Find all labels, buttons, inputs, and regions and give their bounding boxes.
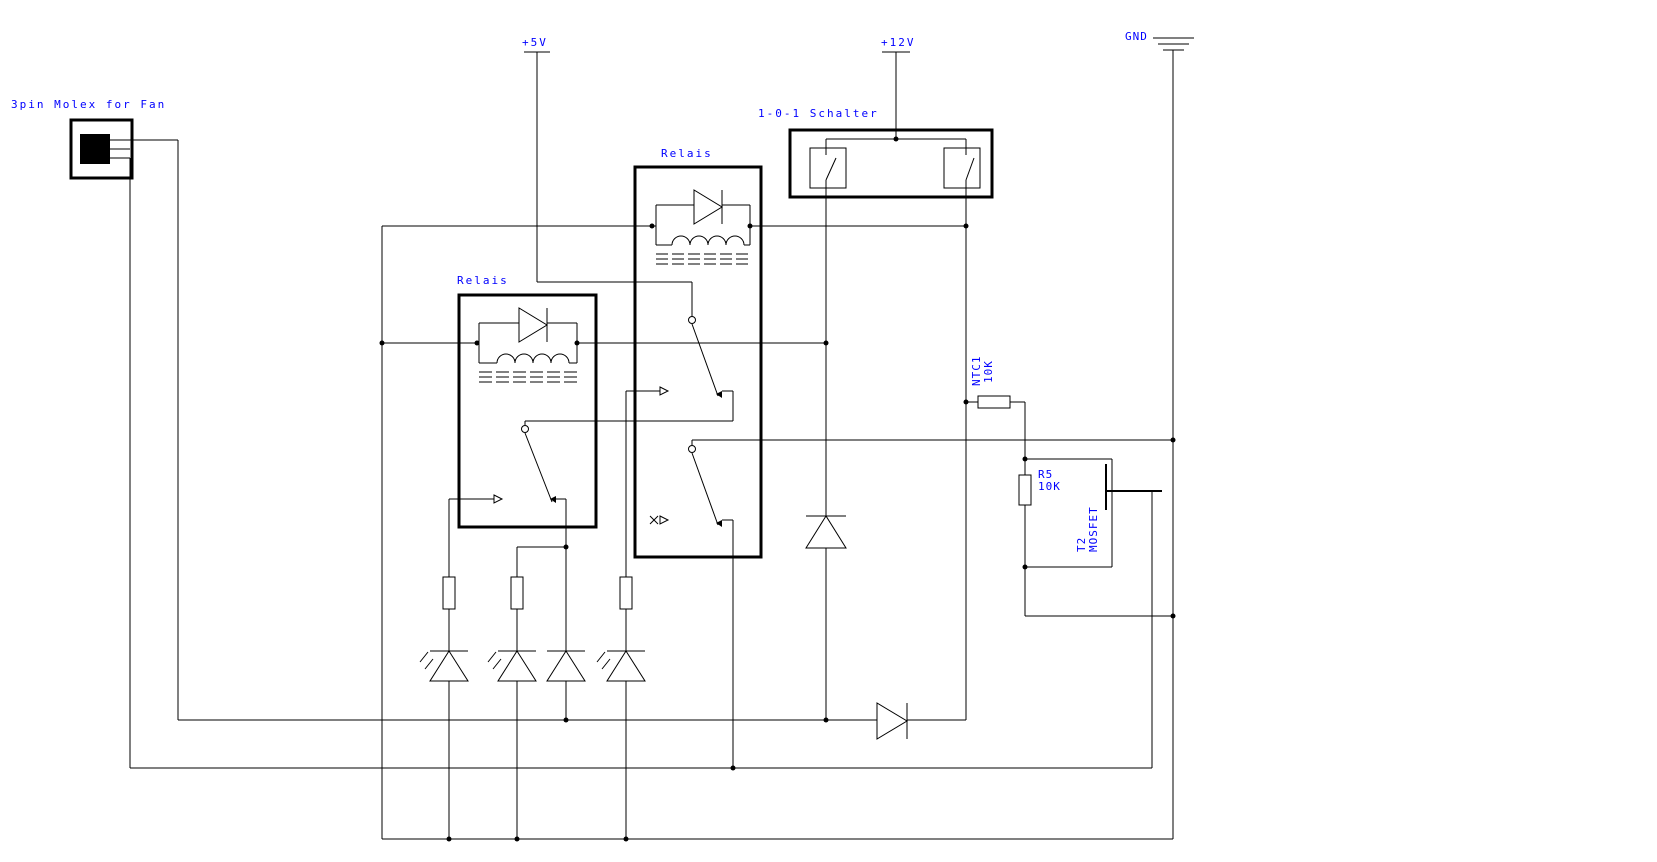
label-ntc-value: 10K — [982, 360, 995, 383]
relay-right — [382, 165, 1173, 768]
label-ntc-name: NTC1 — [970, 356, 983, 387]
plus-12v-terminal — [882, 51, 910, 139]
switch-1-0-1 — [788, 128, 994, 720]
label-relay-left: Relais — [457, 274, 509, 287]
wire-network — [130, 226, 1176, 842]
label-molex: 3pin Molex for Fan — [11, 98, 166, 111]
label-switch: 1-0-1 Schalter — [758, 107, 879, 120]
label-r5-value: 10K — [1038, 480, 1061, 493]
relay-left — [382, 293, 829, 720]
mosfet-t2 — [1105, 459, 1162, 768]
ntc-thermistor — [963, 395, 1026, 616]
label-plus-12v: +12V — [881, 36, 916, 49]
label-plus-5v: +5V — [522, 36, 548, 49]
led-3 — [596, 650, 646, 839]
label-gnd: GND — [1125, 30, 1148, 43]
plus-5v-terminal — [524, 51, 550, 282]
diode-vertical — [805, 515, 847, 549]
resistor-r5 — [1018, 456, 1173, 617]
led-2 — [487, 650, 537, 839]
molex-connector — [69, 118, 179, 768]
led-resistor-1 — [442, 576, 456, 651]
label-r5-name: R5 — [1038, 468, 1053, 481]
diode-horizontal — [876, 702, 908, 740]
ground-symbol — [1153, 37, 1194, 839]
led-resistor-2 — [510, 576, 524, 651]
label-t2-type: MOSFET — [1087, 506, 1100, 552]
label-relay-right: Relais — [661, 147, 713, 160]
label-t2-name: T2 — [1075, 537, 1088, 552]
led-1 — [419, 650, 469, 839]
diode-fan — [546, 650, 586, 682]
led-resistor-3 — [619, 391, 633, 651]
